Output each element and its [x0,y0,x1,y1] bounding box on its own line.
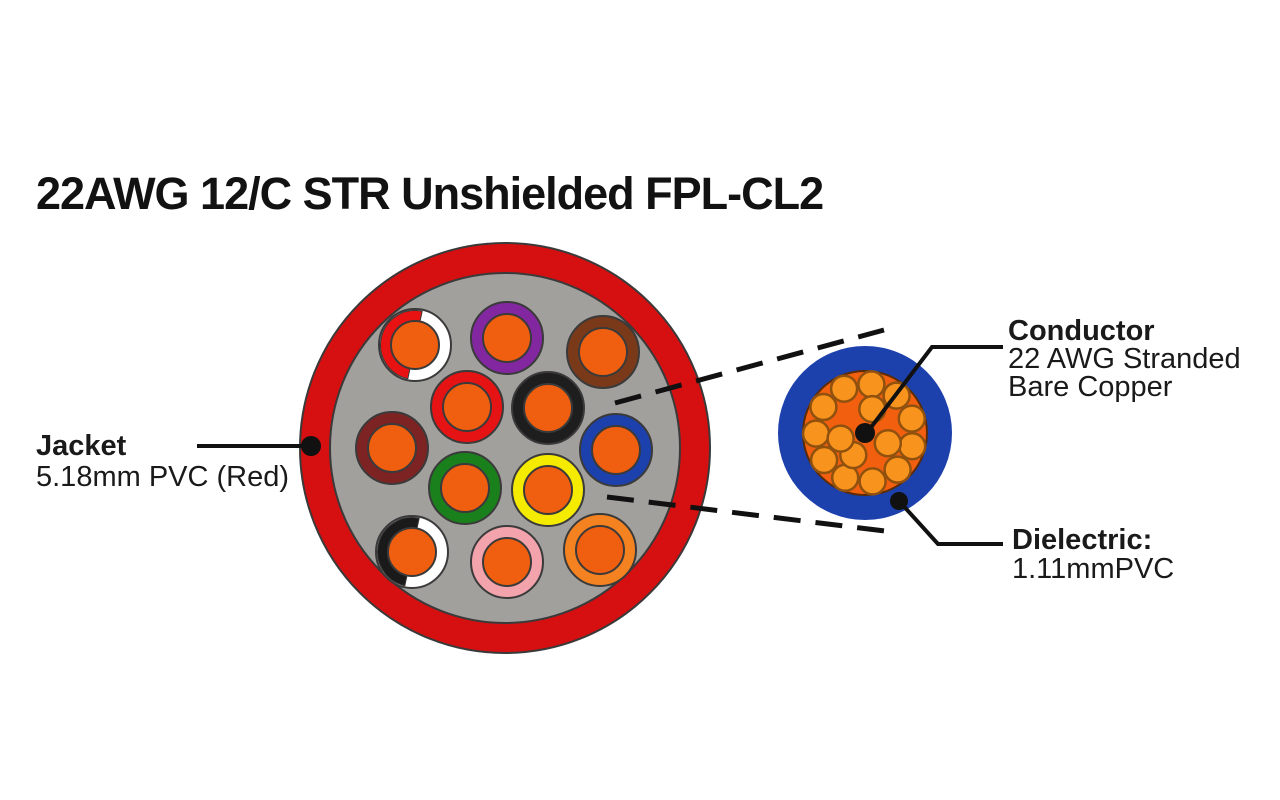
magnifier-cone-bottom-dashed-line [606,494,894,535]
conductor-callout-detail-2: Bare Copper [1008,371,1173,403]
jacket-callout-heading: Jacket [36,430,127,462]
copper-strand-10 [809,445,839,475]
copper-strand-1 [809,392,838,422]
conductor-red-white-stripe-core [390,320,440,370]
dielectric-callout: Dielectric: 1.11mmPVC [1012,526,1174,584]
dielectric-pointer-line [897,499,1003,546]
conductor-dark-brown-core [367,423,417,473]
conductor-pointer-line [864,345,1003,436]
copper-strand-2 [829,374,859,403]
conductor-yellow-core [523,465,573,515]
conductor-green-core [440,463,490,513]
copper-strand-7 [883,455,912,484]
jacket-callout: Jacket 5.18mm PVC (Red) [36,431,289,493]
conductor-callout-detail-1: 22 AWG Stranded [1008,343,1241,375]
conductor-black-white-stripe-core [387,527,437,577]
conductor-callout-heading: Conductor [1008,315,1155,347]
page-title: 22AWG 12/C STR Unshielded FPL-CL2 [36,168,824,219]
dielectric-callout-heading: Dielectric: [1012,524,1153,556]
jacket-pointer-dot [301,436,321,456]
conductor-pink-core [482,537,532,587]
conductor-red-core [442,382,492,432]
conductor-callout: Conductor 22 AWG Stranded Bare Copper [1008,315,1241,403]
jacket-callout-detail: 5.18mm PVC (Red) [36,461,290,493]
dielectric-pointer-dot [890,492,908,510]
copper-strand-8 [858,467,887,496]
copper-strand-3 [857,370,886,399]
copper-strand-6 [897,431,927,461]
magnifier-cone-top-dashed-line [614,327,885,406]
conductor-purple-core [482,313,532,363]
conductor-black-core [523,383,573,433]
copper-strand-15 [826,424,855,453]
copper-strand-12 [858,394,887,424]
copper-strand-5 [897,404,927,433]
copper-strand-11 [801,419,831,448]
conductor-brown-core [578,327,628,377]
conductor-orange-core [575,525,625,575]
copper-strand-13 [873,428,903,458]
dielectric-callout-detail: 1.11mmPVC [1012,553,1175,585]
conductor-blue-core [591,425,641,475]
conductor-pointer-dot [855,423,875,443]
